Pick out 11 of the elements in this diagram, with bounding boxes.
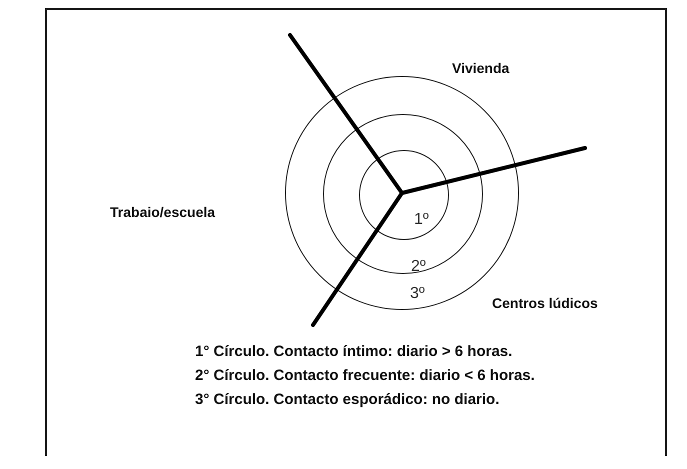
circle-number: 2º xyxy=(411,258,426,276)
sector-label: Centros lúdicos xyxy=(492,295,598,311)
sector-label: Vivienda xyxy=(452,60,510,76)
legend-text: 2° Círculo. Contacto frecuente: diario < 6 horas. xyxy=(195,367,535,385)
legend-text: 3° Círculo. Contacto esporádico: no diario. xyxy=(195,391,500,409)
legend-text: 1° Círculo. Contacto íntimo: diario > 6 horas. xyxy=(195,343,512,361)
concentric-circle xyxy=(359,150,449,240)
circle-number: 3º xyxy=(410,285,425,303)
concentric-circle xyxy=(323,114,483,274)
sector-label: Trabaio/escuela xyxy=(110,204,216,220)
circle-number: 1º xyxy=(414,211,429,229)
